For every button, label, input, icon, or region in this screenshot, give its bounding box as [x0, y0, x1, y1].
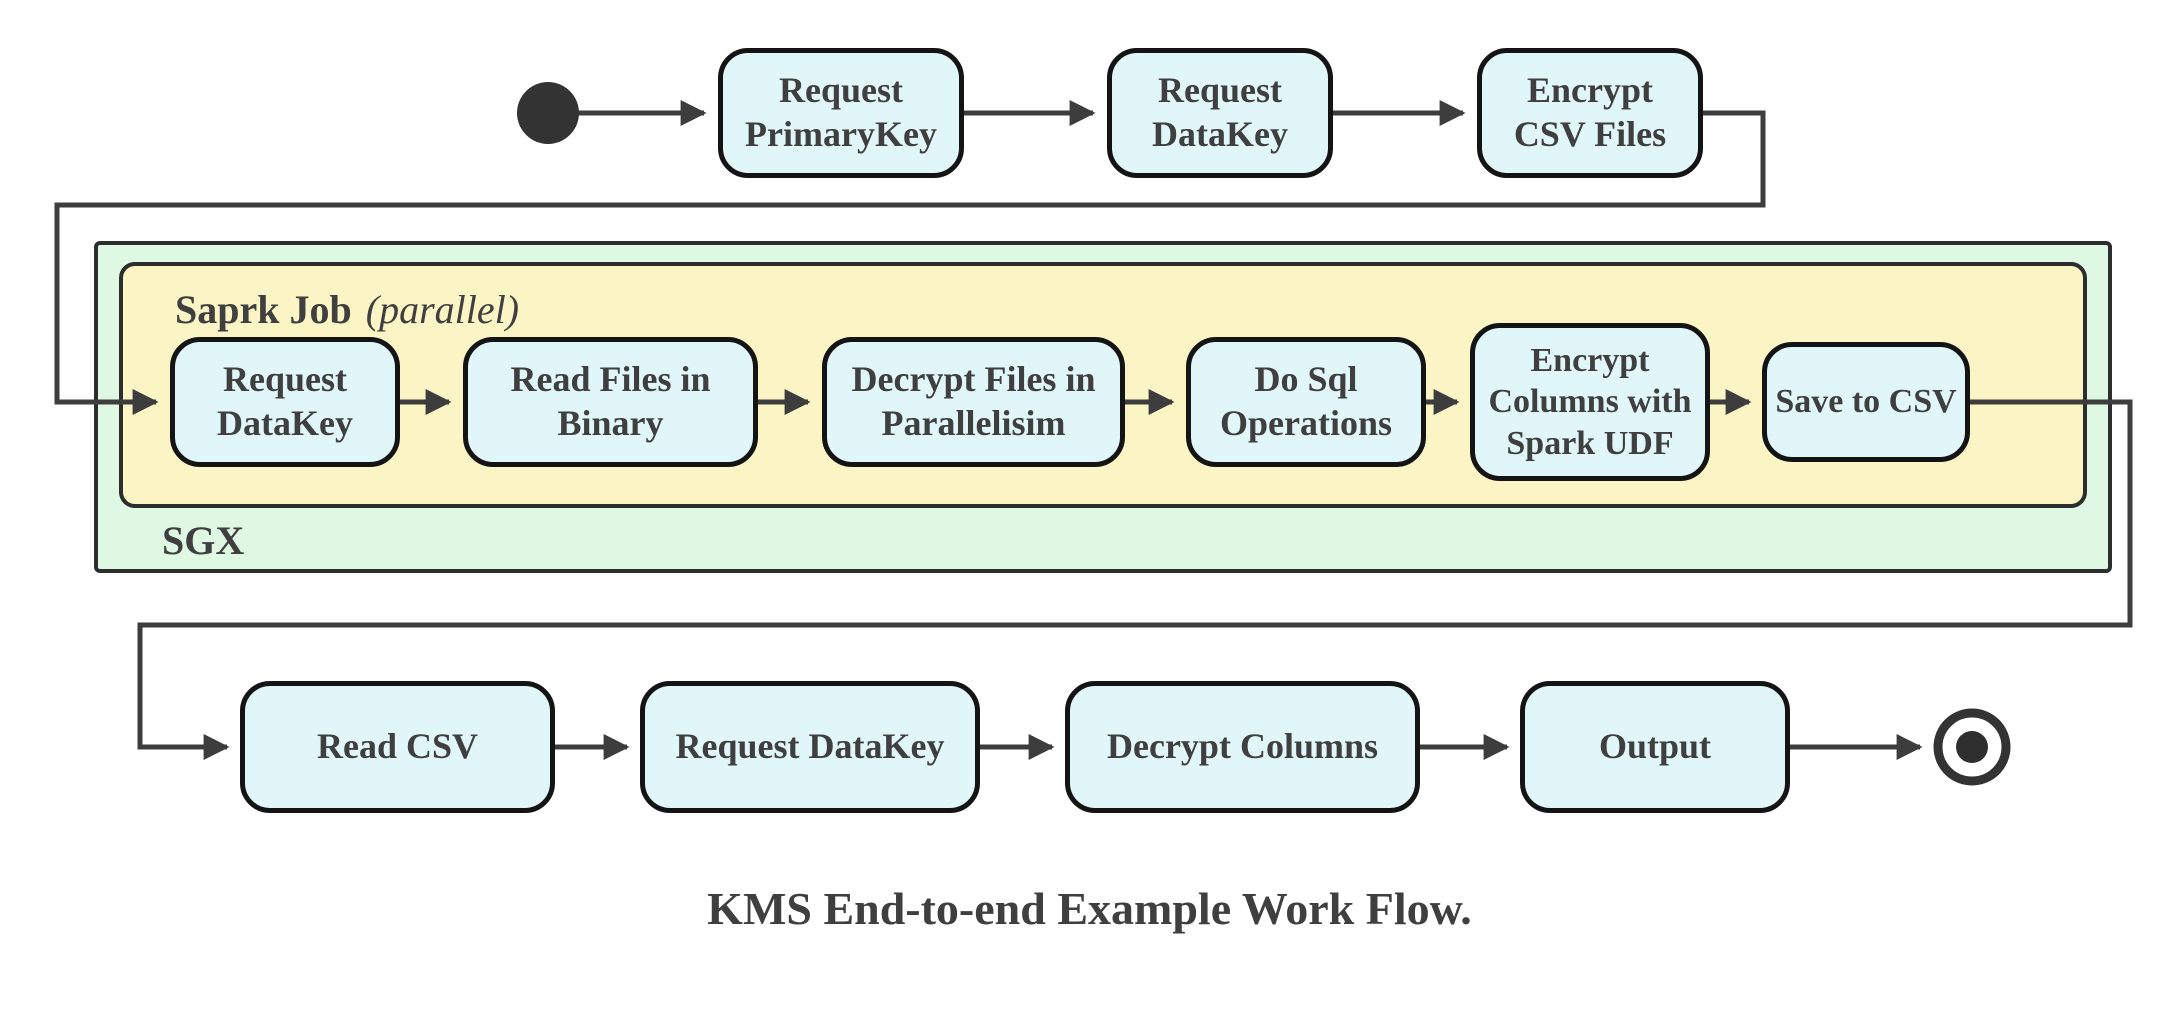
diagram-caption: KMS End-to-end Example Work Flow. [707, 883, 1472, 934]
node-request-datakey-top: Request DataKey [1107, 48, 1333, 178]
start-node [517, 82, 579, 144]
node-read-files-in-binary: Read Files in Binary [463, 337, 758, 467]
node-output: Output [1520, 681, 1790, 813]
spark-job-label-parallel: (parallel) [365, 287, 520, 332]
spark-job-label-name: Saprk Job [175, 287, 352, 332]
node-decrypt-files-in-parallelism: Decrypt Files in Parallelisim [822, 337, 1125, 467]
connector-encrypt-csv-to-sgx-request-datakey [54, 110, 1766, 415]
node-request-datakey-bottom: Request DataKey [640, 681, 980, 813]
spark-job-label: Saprk Job (parallel) [175, 286, 519, 333]
node-read-csv: Read CSV [240, 681, 555, 813]
node-encrypt-columns-with-spark-udf: Encrypt Columns with Spark UDF [1470, 323, 1710, 481]
sgx-label: SGX [162, 518, 245, 563]
node-decrypt-columns: Decrypt Columns [1065, 681, 1420, 813]
node-encrypt-csv-files: Encrypt CSV Files [1477, 48, 1703, 178]
node-save-to-csv: Save to CSV [1762, 342, 1970, 462]
node-request-primarykey: Request PrimaryKey [718, 48, 964, 178]
node-do-sql-operations: Do Sql Operations [1186, 337, 1426, 467]
connector-save-csv-to-read-csv [137, 399, 2133, 760]
end-node-dot [1956, 731, 1988, 763]
end-node [1933, 708, 2011, 786]
node-sgx-request-datakey: Request DataKey [170, 337, 400, 467]
